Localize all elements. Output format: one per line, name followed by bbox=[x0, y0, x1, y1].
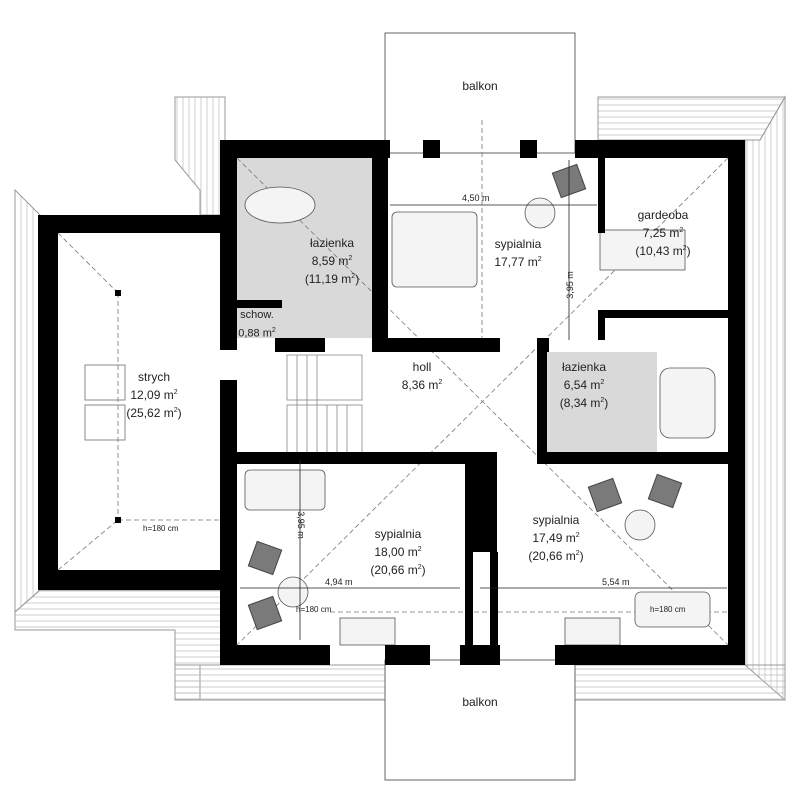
room-label-lazienka-2: łazienka 6,54 m2 (8,34 m2) bbox=[559, 360, 609, 410]
dimension-lines bbox=[240, 160, 727, 640]
room-label-lazienka-1: łazienka 8,59 m2 (11,19 m2) bbox=[304, 236, 360, 286]
room-label-sypialnia-1: sypialnia 17,77 m2 bbox=[494, 237, 542, 269]
room-area-total: (11,19 m bbox=[304, 272, 352, 286]
stairs bbox=[286, 354, 363, 456]
room-label-strych: strych 12,09 m2 (25,62 m2) bbox=[126, 370, 182, 420]
room-area: 8,59 m bbox=[311, 254, 349, 268]
room-label-sypialnia-3: sypialnia 17,49 m2 (20,66 m2) bbox=[528, 513, 584, 563]
armchairs bbox=[247, 163, 683, 631]
room-label-holl: holl 8,36 m2 bbox=[401, 360, 443, 392]
dimension-450: 4,50 m bbox=[462, 193, 490, 203]
height-note-sypialnia-3: h=180 cm bbox=[650, 605, 686, 614]
height-note-sypialnia-2: h=180 cm bbox=[296, 605, 332, 614]
dimension-395-top: 3,95 m bbox=[564, 271, 575, 299]
roof-overhang bbox=[14, 95, 786, 702]
walls bbox=[38, 140, 745, 665]
room-label-balkon-bottom: balkon bbox=[462, 695, 498, 709]
height-note-strych: h=180 cm bbox=[143, 524, 179, 533]
room-label-gardeoba: gardeoba 7,25 m2 (10,43 m2) bbox=[635, 208, 691, 258]
room-label-balkon-top: balkon bbox=[462, 79, 498, 93]
dimension-395-bottom: 3,95 m bbox=[295, 511, 306, 539]
bathroom2-floor bbox=[547, 352, 657, 455]
room-label-sypialnia-2: sypialnia 18,00 m2 (20,66 m2) bbox=[370, 527, 426, 577]
balcony-top bbox=[384, 32, 576, 154]
balcony-bottom bbox=[384, 659, 576, 781]
room-name: łazienka bbox=[309, 236, 355, 250]
room-label-schow: schow. 0,88 m2 bbox=[238, 309, 276, 340]
dimension-494: 4,94 m bbox=[325, 577, 353, 587]
dimension-554: 5,54 m bbox=[602, 577, 630, 587]
furniture bbox=[244, 186, 716, 646]
roof-windows bbox=[84, 364, 126, 441]
